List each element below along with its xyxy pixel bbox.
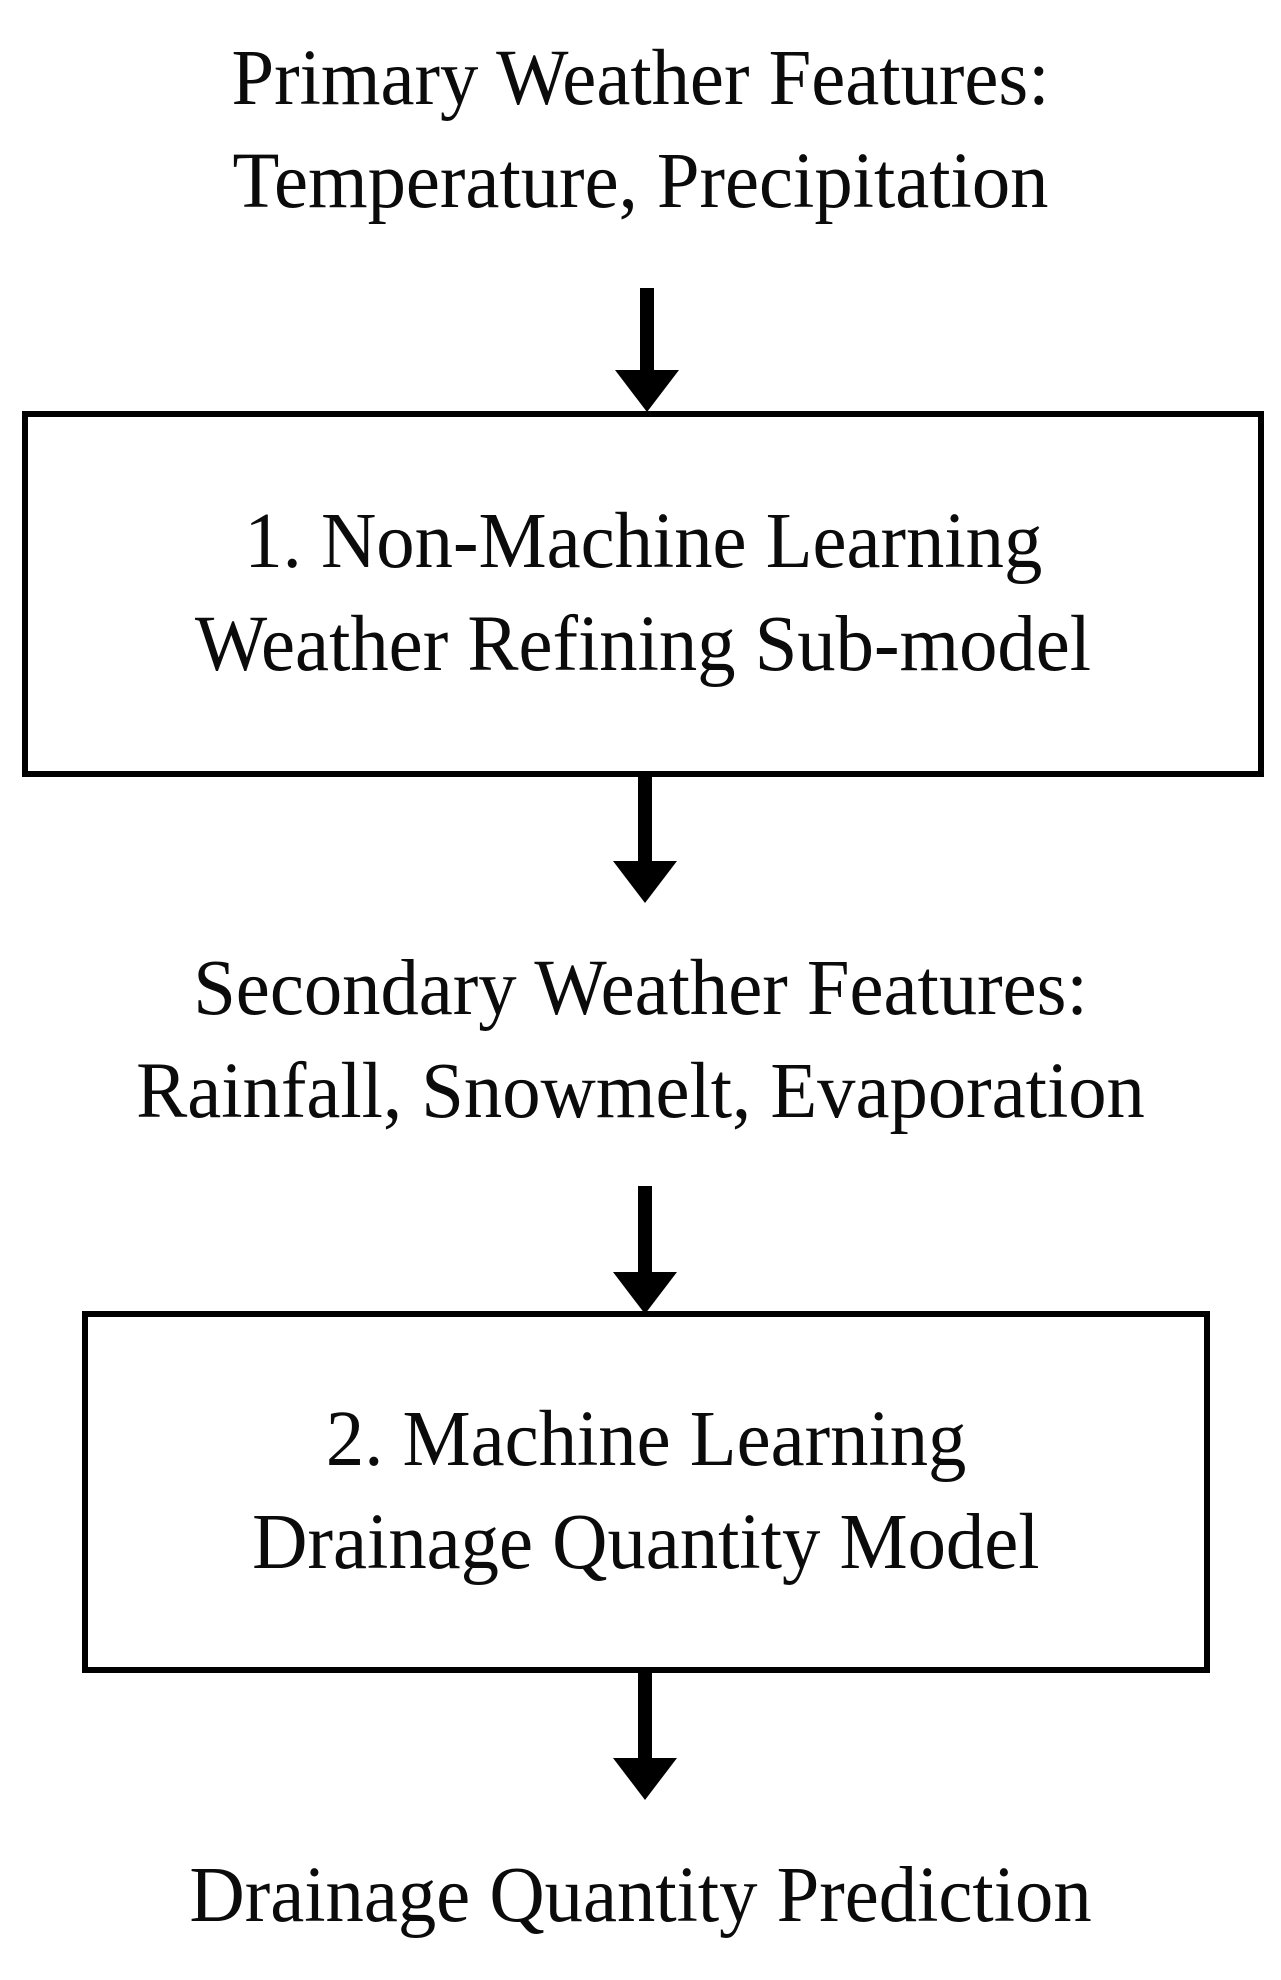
- primary-weather-features-line-1: Primary Weather Features:: [231, 35, 1050, 122]
- arrow-head: [613, 1272, 677, 1314]
- arrow-shaft: [638, 775, 652, 863]
- arrow-shaft: [638, 1670, 652, 1760]
- arrow-down-icon-submodel-to-secondary: [613, 775, 677, 903]
- arrow-head: [613, 861, 677, 903]
- node-primary-weather-features: Primary Weather Features: Temperature, P…: [0, 28, 1281, 233]
- arrow-head: [613, 1758, 677, 1800]
- arrow-down-icon-primary-to-submodel: [615, 288, 679, 412]
- drainage-quantity-prediction-line-1: Drainage Quantity Prediction: [189, 1852, 1092, 1939]
- secondary-weather-features-line-1: Secondary Weather Features:: [193, 945, 1088, 1032]
- arrow-shaft: [640, 288, 654, 372]
- box-refining-line-2: Weather Refining Sub-model: [194, 601, 1092, 688]
- box-ml-line-2: Drainage Quantity Model: [252, 1499, 1040, 1586]
- arrow-shaft: [638, 1186, 652, 1274]
- box-ml-line-1: 2. Machine Learning: [325, 1396, 967, 1484]
- node-secondary-weather-features: Secondary Weather Features: Rainfall, Sn…: [0, 938, 1281, 1143]
- arrow-head: [615, 370, 679, 412]
- secondary-weather-features-line-2: Rainfall, Snowmelt, Evaporation: [136, 1047, 1145, 1135]
- arrow-down-icon-mlmodel-to-prediction: [613, 1670, 677, 1800]
- node-non-ml-weather-refining-sub-model: 1. Non-Machine Learning Weather Refining…: [22, 411, 1264, 777]
- node-drainage-quantity-prediction: Drainage Quantity Prediction: [0, 1845, 1281, 1948]
- primary-weather-features-line-2: Temperature, Precipitation: [232, 137, 1049, 225]
- node-ml-drainage-quantity-model: 2. Machine Learning Drainage Quantity Mo…: [82, 1311, 1210, 1673]
- box-refining-line-1: 1. Non-Machine Learning: [244, 498, 1042, 586]
- arrow-down-icon-secondary-to-mlmodel: [613, 1186, 677, 1314]
